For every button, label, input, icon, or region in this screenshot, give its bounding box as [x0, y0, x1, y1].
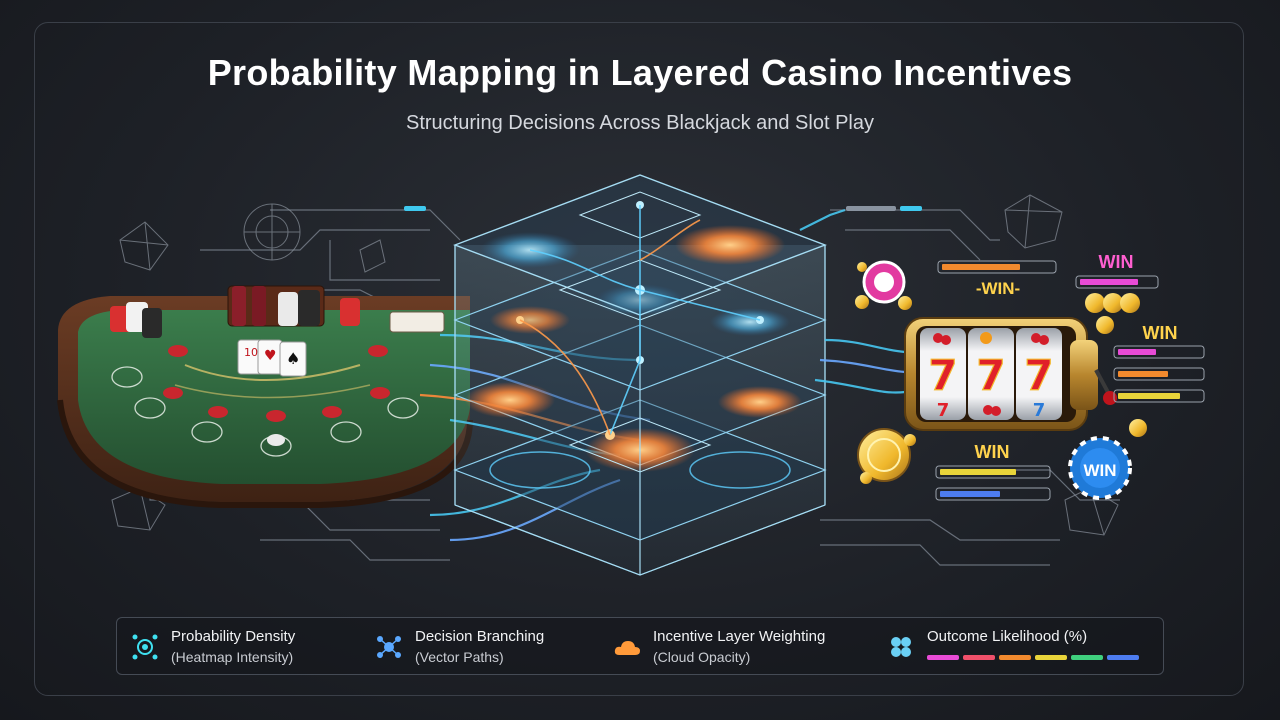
legend-item-branching: Decision Branching (Vector Paths) — [375, 618, 595, 676]
dealt-cards: 10 ♥ ♠ — [237, 339, 307, 377]
svg-text:♥: ♥ — [264, 348, 277, 364]
layered-probability-cube — [453, 174, 827, 576]
likelihood-segment — [1107, 655, 1139, 660]
svg-text:10: 10 — [244, 346, 258, 359]
legend-sub: (Vector Paths) — [415, 649, 504, 665]
win-label-3: WIN — [1143, 323, 1178, 343]
outcome-icon — [891, 637, 911, 657]
legend-sub: (Heatmap Intensity) — [171, 649, 294, 665]
legend-label: Decision Branching — [415, 628, 545, 645]
likelihood-segment — [999, 655, 1031, 660]
legend-label: Probability Density — [171, 628, 296, 645]
slot-decorations — [855, 260, 1147, 500]
table-chips — [163, 345, 390, 446]
svg-text:♠: ♠ — [286, 349, 300, 368]
page-title: Probability Mapping in Layered Casino In… — [207, 52, 1073, 93]
likelihood-color-bar — [927, 655, 1139, 660]
likelihood-segment — [1071, 655, 1103, 660]
legend-sub: (Cloud Opacity) — [653, 649, 751, 665]
circuit-lines-right — [820, 209, 1120, 566]
cloud-icon — [614, 641, 640, 655]
connector-bars — [404, 206, 922, 211]
svg-text:7: 7 — [1024, 351, 1053, 400]
page-subtitle: Structuring Decisions Across Blackjack a… — [406, 112, 874, 134]
legend-label: Incentive Layer Weighting — [653, 628, 826, 645]
content-frame — [34, 22, 1244, 696]
win-meters — [935, 260, 1205, 501]
network-graph-right-top — [1004, 194, 1063, 249]
svg-text:7: 7 — [976, 351, 1005, 400]
legend-item-density: Probability Density (Heatmap Intensity) — [131, 618, 361, 676]
win-label-1: WIN — [1099, 252, 1134, 272]
win-label-2: -WIN- — [976, 279, 1020, 298]
vector-paths-out — [799, 208, 906, 394]
likelihood-segment — [963, 655, 995, 660]
svg-text:7: 7 — [937, 400, 950, 421]
likelihood-segment — [927, 655, 959, 660]
network-graph-left-top — [119, 203, 386, 273]
chip-stacks — [110, 290, 360, 338]
blackjack-table: 10 ♥ ♠ — [57, 285, 473, 508]
legend: Probability Density (Heatmap Intensity) … — [116, 617, 1164, 675]
legend-item-outcome: Outcome Likelihood (%) — [887, 618, 1157, 676]
branching-icon — [377, 636, 401, 658]
win-label-4: WIN — [975, 442, 1010, 462]
svg-text:7: 7 — [1033, 400, 1046, 421]
likelihood-segment — [1035, 655, 1067, 660]
density-icon — [132, 634, 158, 660]
slot-reels: 7 7 7 7 7 — [920, 328, 1062, 421]
legend-item-cloud: Incentive Layer Weighting (Cloud Opacity… — [613, 618, 873, 676]
win-chip-label: WIN — [1083, 461, 1116, 480]
svg-text:7: 7 — [928, 351, 957, 400]
legend-label: Outcome Likelihood (%) — [927, 628, 1088, 645]
slot-machine: 7 7 7 7 7 — [904, 317, 1117, 431]
